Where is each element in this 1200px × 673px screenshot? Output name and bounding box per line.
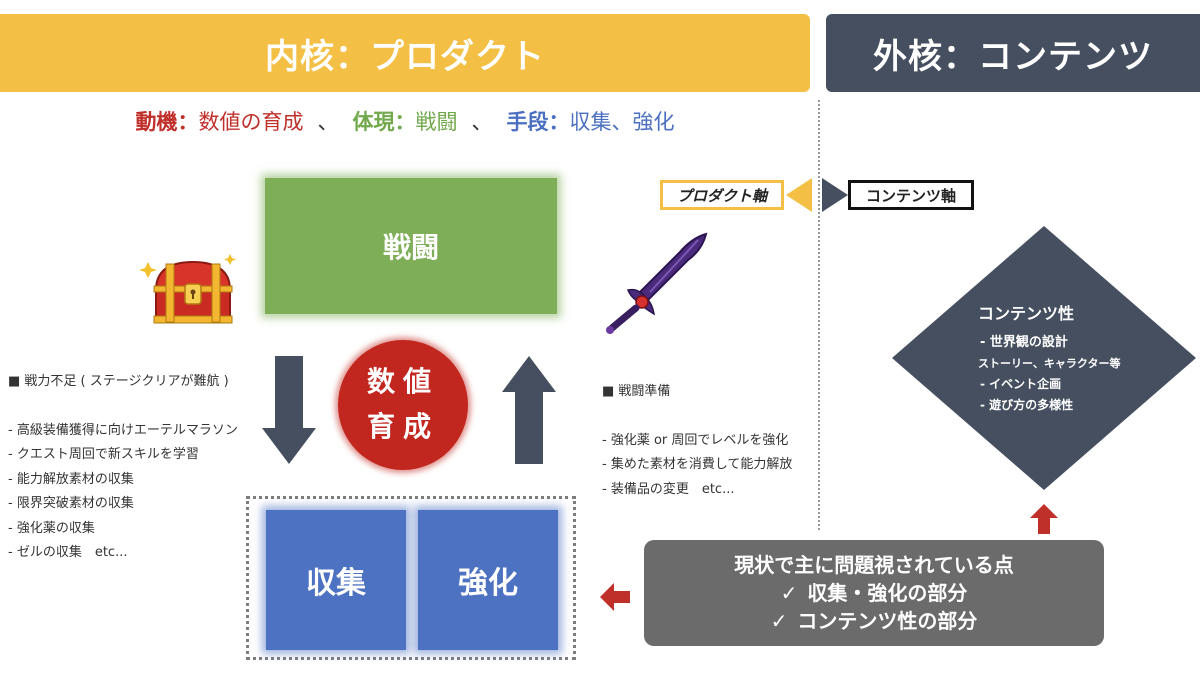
problem-point-2: コンテンツ性の部分	[771, 607, 977, 635]
collect-label: 収集	[306, 566, 366, 601]
diamond-item: ストーリー、キャラクター等	[978, 357, 1121, 370]
list-item: - 強化薬 or 周回でレベルを強化	[602, 432, 789, 448]
sword-icon	[598, 230, 713, 335]
means-frame	[246, 496, 576, 660]
product-axis-arrow-icon	[786, 178, 812, 212]
diamond-item: - 遊び方の多様性	[980, 398, 1074, 412]
red-left-arrow-icon	[600, 583, 630, 611]
diamond-item: - イベント企画	[980, 377, 1062, 391]
inner-core-banner: 内核：プロダクト	[0, 14, 810, 92]
content-diamond-text: コンテンツ性 - 世界観の設計 ストーリー、キャラクター等 - イベント企画 -…	[960, 300, 1160, 416]
left-notes: ■ 戦力不足 ( ステージクリアが難航 ) - 高級装備獲得に向けエーテルマラソ…	[8, 370, 238, 566]
content-diamond	[892, 226, 1196, 490]
motive-value: 数値の育成	[198, 110, 304, 134]
right-notes: ■ 戦闘準備 - 強化薬 or 周回でレベルを強化 - 集めた素材を消費して能力…	[602, 380, 792, 502]
list-item: - 強化薬の収集	[8, 520, 95, 536]
list-item: - 能力解放素材の収集	[8, 471, 134, 487]
means-value: 収集、強化	[569, 110, 675, 134]
list-item: - 高級装備獲得に向けエーテルマラソン	[8, 422, 238, 438]
embody-value: 戦闘	[415, 110, 458, 134]
content-axis-arrow-icon	[822, 178, 848, 212]
list-item: - クエスト周回で新スキルを学習	[8, 447, 199, 462]
list-item: - 集めた素材を消費して能力解放	[602, 457, 793, 472]
inner-core-title: 内核：プロダクト	[265, 36, 545, 77]
content-axis-label: コンテンツ軸	[848, 180, 974, 210]
content-axis-text: コンテンツ軸	[865, 186, 956, 205]
problem-title: 現状で主に問題視されている点	[734, 553, 1014, 577]
embody-label: 体現：	[352, 110, 416, 134]
outer-core-title: 外核：コンテンツ	[873, 36, 1153, 77]
battle-label: 戦闘	[382, 231, 439, 264]
treasure-chest-icon	[138, 250, 238, 330]
problem-point-1: 収集・強化の部分	[781, 579, 967, 607]
up-arrow-icon	[502, 356, 556, 464]
tagline-separator: 、	[471, 110, 493, 134]
numeric-growth-circle: 数値 育成	[338, 340, 468, 470]
down-arrow-icon	[262, 356, 316, 464]
tagline-separator: 、	[317, 110, 339, 134]
growth-line2: 育成	[366, 410, 439, 443]
list-item: - ゼルの収集 etc...	[8, 545, 128, 560]
red-up-arrow-icon	[1030, 504, 1058, 534]
enhance-box: 強化	[418, 510, 558, 650]
product-axis-text: プロダクト軸	[676, 186, 767, 205]
content-diamond-title: コンテンツ性	[978, 304, 1075, 323]
collect-box: 収集	[266, 510, 406, 650]
motive-label: 動機：	[135, 110, 199, 134]
right-notes-header: ■ 戦闘準備	[602, 384, 671, 399]
tagline: 動機：数値の育成、体現：戦闘、手段：収集、強化	[0, 106, 810, 136]
means-label: 手段：	[506, 110, 570, 134]
growth-line1: 数値	[366, 365, 439, 399]
diamond-item: - 世界観の設計	[980, 335, 1068, 350]
problem-box: 現状で主に問題視されている点 収集・強化の部分 コンテンツ性の部分	[644, 540, 1104, 646]
enhance-label: 強化	[458, 566, 518, 601]
core-divider	[818, 100, 820, 530]
list-item: - 限界突破素材の収集	[8, 496, 134, 511]
product-axis-label: プロダクト軸	[660, 180, 784, 210]
list-item: - 装備品の変更 etc...	[602, 481, 735, 497]
outer-core-banner: 外核：コンテンツ	[826, 14, 1200, 92]
battle-box: 戦闘	[265, 178, 557, 314]
left-notes-header: ■ 戦力不足 ( ステージクリアが難航 )	[8, 374, 229, 389]
